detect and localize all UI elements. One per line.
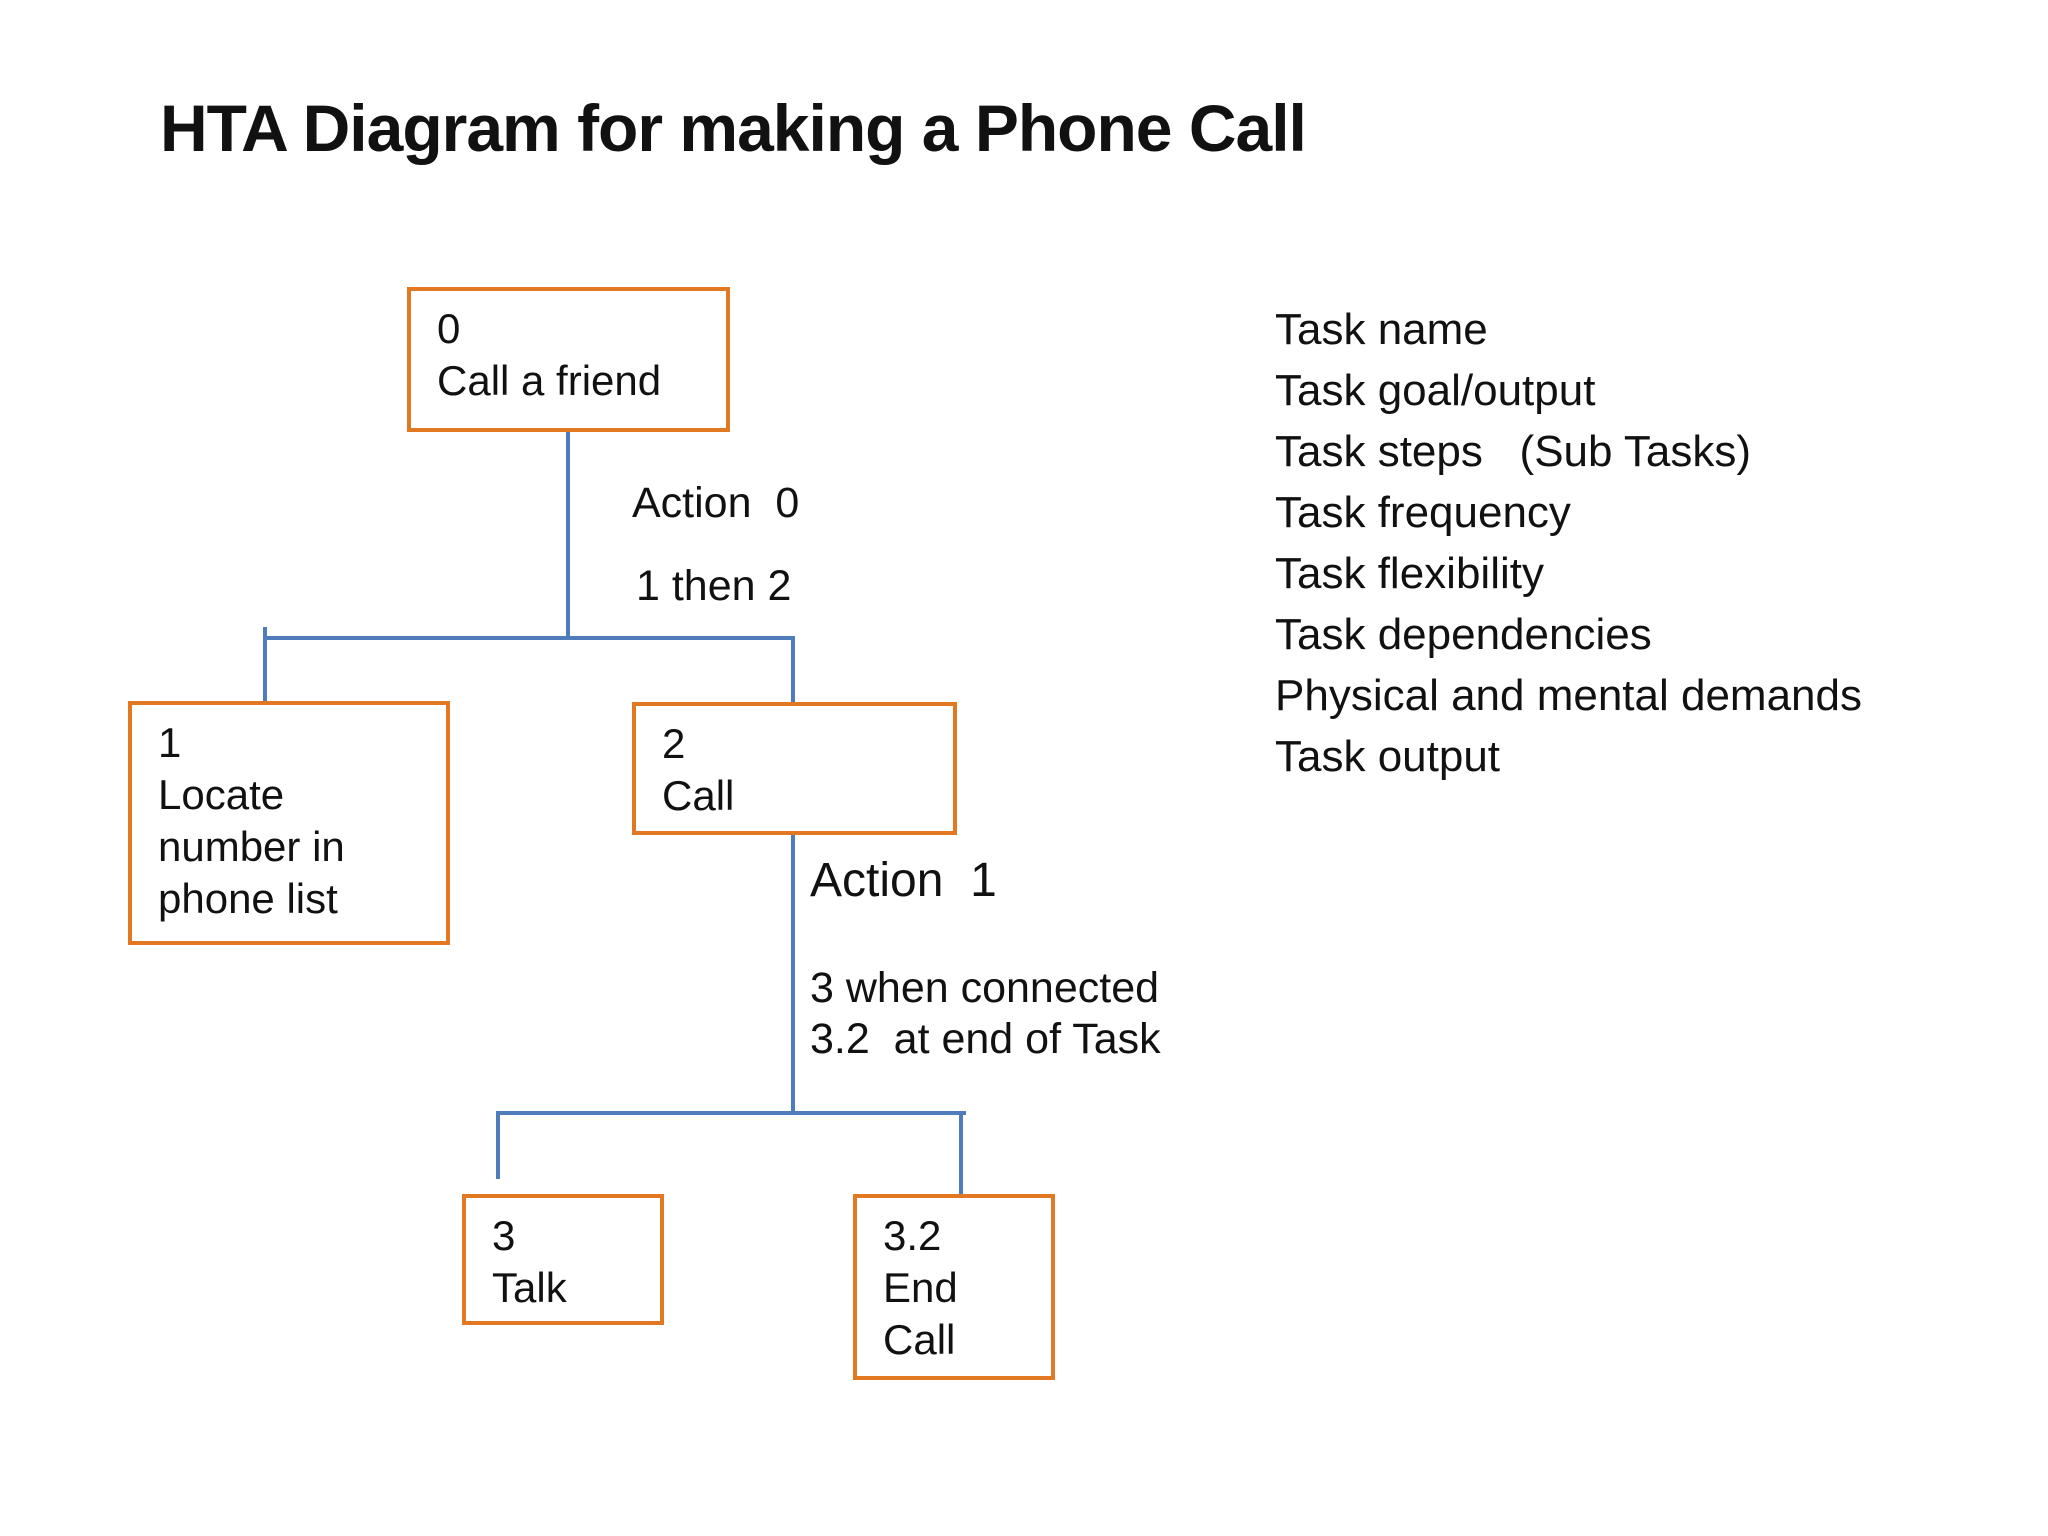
page-title: HTA Diagram for making a Phone Call <box>160 91 1307 165</box>
task-attribute-dependencies: Task dependencies <box>1275 610 1652 659</box>
connector-level2-right-drop <box>959 1111 963 1197</box>
task-box-2-call: 2 Call <box>632 702 957 835</box>
connector-call-vertical <box>791 833 795 1113</box>
task-attribute-flexibility: Task flexibility <box>1275 549 1544 598</box>
task-box-2-number: 2 <box>662 720 686 767</box>
task-box-0-call-a-friend: 0 Call a friend <box>407 287 730 432</box>
task-box-3-2-end-call: 3.2 End Call <box>853 1194 1055 1380</box>
connector-level2-horizontal <box>496 1111 966 1115</box>
task-attribute-output: Task output <box>1275 732 1501 781</box>
annotation-action-1: Action 1 <box>810 854 997 907</box>
task-box-2-label: Call <box>662 772 735 819</box>
connector-level1-right-drop <box>791 636 795 703</box>
task-box-3-2-label-line1: End <box>883 1264 958 1311</box>
connector-level1-horizontal <box>263 636 795 640</box>
task-attribute-name: Task name <box>1275 305 1488 354</box>
task-box-1-number: 1 <box>158 719 182 766</box>
connector-level2-left-drop <box>496 1111 500 1179</box>
task-box-0-number: 0 <box>437 305 461 352</box>
task-box-1-locate-number: 1 Locate number in phone list <box>128 701 450 945</box>
annotation-action-0: Action 0 <box>632 479 800 527</box>
task-box-0-label: Call a friend <box>437 357 662 404</box>
annotation-plan-0: 1 then 2 <box>636 562 792 610</box>
task-attribute-frequency: Task frequency <box>1275 488 1571 537</box>
annotation-plan-1-line1: 3 when connected <box>810 964 1160 1012</box>
annotation-plan-1-line2: 3.2 at end of Task <box>810 1015 1161 1063</box>
connector-root-vertical <box>566 432 570 638</box>
task-attribute-goal-output: Task goal/output <box>1275 366 1596 415</box>
task-attribute-steps: Task steps (Sub Tasks) <box>1275 427 1752 476</box>
connector-level1-left-drop <box>263 627 267 702</box>
task-box-3-talk: 3 Talk <box>462 1194 664 1325</box>
task-box-1-label-line3: phone list <box>158 875 338 922</box>
task-box-3-label: Talk <box>492 1264 567 1311</box>
task-attribute-list: Task name Task goal/output Task steps (S… <box>1275 299 1862 787</box>
task-box-1-label-line2: number in <box>158 823 345 870</box>
task-box-3-2-label-line2: Call <box>883 1316 956 1363</box>
task-box-1-label-line1: Locate <box>158 771 285 818</box>
task-attribute-demands: Physical and mental demands <box>1275 671 1862 720</box>
task-box-3-number: 3 <box>492 1212 516 1259</box>
task-box-3-2-number: 3.2 <box>883 1212 942 1259</box>
